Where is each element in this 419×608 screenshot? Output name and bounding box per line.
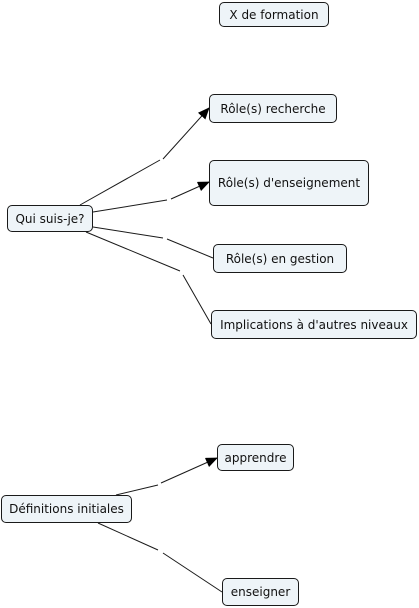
node-label: Rôle(s) d'enseignement (217, 176, 361, 190)
node-role-recherche[interactable]: Rôle(s) recherche (209, 94, 337, 123)
edge-qui-to-implications (85, 231, 212, 325)
node-definitions-initiales[interactable]: Définitions initiales (1, 495, 132, 523)
node-role-gestion[interactable]: Rôle(s) en gestion (213, 244, 347, 273)
node-implications[interactable]: Implications à d'autres niveaux (211, 310, 417, 339)
node-label: apprendre (224, 450, 287, 465)
node-enseigner[interactable]: enseigner (222, 578, 299, 606)
edge-definitions-to-enseigner (97, 522, 223, 593)
edge-qui-to-recherche (79, 108, 209, 206)
edge-definitions-to-apprendre (115, 458, 217, 496)
edge-qui-to-gestion (92, 226, 214, 259)
node-apprendre[interactable]: apprendre (217, 444, 294, 471)
node-label: enseigner (230, 585, 291, 599)
node-label: Définitions initiales (9, 502, 124, 516)
node-label: Implications à d'autres niveaux (220, 317, 408, 332)
node-label: Rôle(s) recherche (220, 101, 326, 116)
node-label: Qui suis-je? (15, 211, 85, 226)
node-role-enseignement[interactable]: Rôle(s) d'enseignement (209, 160, 369, 206)
edge-qui-to-enseignement (92, 182, 209, 213)
node-qui-suis-je[interactable]: Qui suis-je? (7, 205, 93, 232)
node-label: X de formation (229, 7, 319, 22)
node-x-de-formation[interactable]: X de formation (219, 2, 329, 27)
node-label: Rôle(s) en gestion (225, 251, 335, 266)
